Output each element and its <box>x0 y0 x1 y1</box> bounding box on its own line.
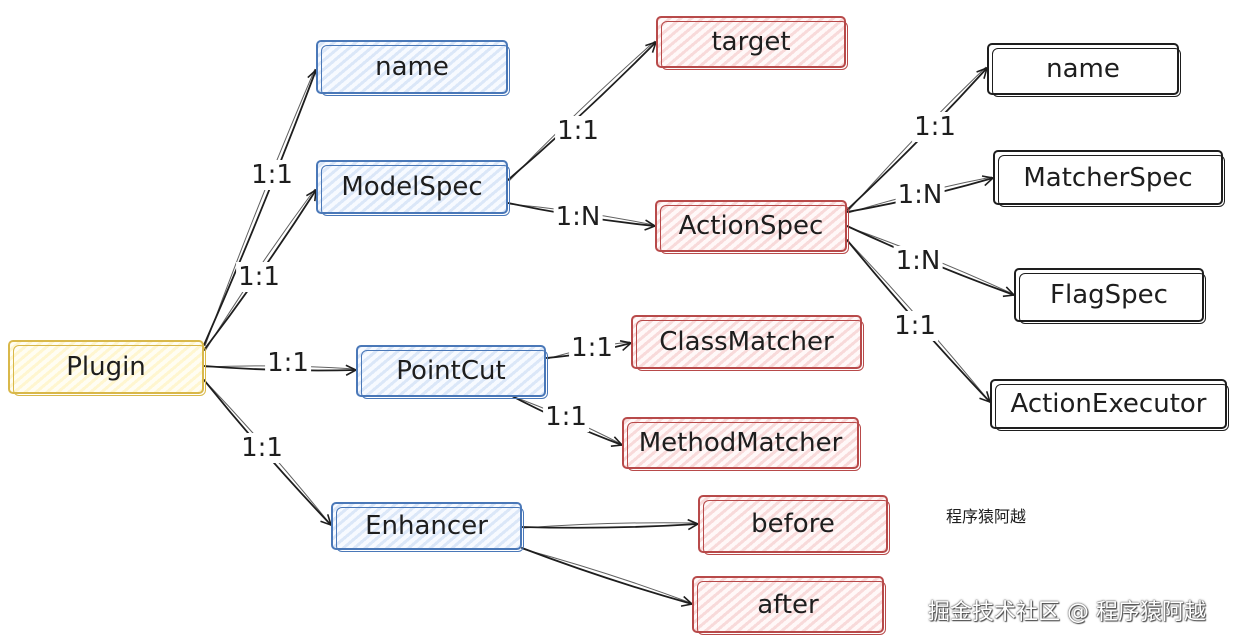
edge-label-actionspec-flagspec: 1:N <box>893 246 943 276</box>
node-classmatcher: ClassMatcher <box>631 315 864 371</box>
node-actionspec: ActionSpec <box>655 200 849 254</box>
node-actionexecutor: ActionExecutor <box>990 379 1229 431</box>
node-methodmatcher: MethodMatcher <box>622 417 861 471</box>
node-pointcut: PointCut <box>356 345 548 399</box>
node-name1: name <box>316 40 510 96</box>
site-watermark: 掘金技术社区 @ 程序猿阿越 <box>928 600 1206 625</box>
node-after: after <box>692 576 886 635</box>
node-flagspec: FlagSpec <box>1014 268 1206 324</box>
edge-sketch-plugin-name1 <box>204 68 316 347</box>
node-modelspec: ModelSpec <box>316 160 510 216</box>
author-watermark: 程序猿阿越 <box>946 507 1027 526</box>
edge-label-actionspec-matcherspec: 1:N <box>895 180 945 210</box>
edge-label-plugin-enhancer: 1:1 <box>239 433 285 463</box>
edge-label-plugin-modelspec: 1:1 <box>236 262 282 292</box>
edge-plugin-name1 <box>203 70 316 346</box>
edge-label-plugin-pointcut: 1:1 <box>265 348 311 378</box>
edge-label-actionspec-name2: 1:1 <box>912 112 958 142</box>
edge-label-modelspec-target: 1:1 <box>555 116 601 146</box>
node-plugin: Plugin <box>8 340 206 396</box>
node-target: target <box>656 16 848 70</box>
edge-label-plugin-name1: 1:1 <box>249 160 295 190</box>
edge-label-pointcut-methodmatcher: 1:1 <box>543 402 589 432</box>
node-matcherspec: MatcherSpec <box>993 150 1225 207</box>
edge-label-modelspec-actionspec: 1:N <box>553 202 603 232</box>
edge-sketch-enhancer-before <box>522 522 698 529</box>
node-enhancer: Enhancer <box>331 502 524 552</box>
edge-label-pointcut-classmatcher: 1:1 <box>569 333 615 363</box>
edge-enhancer-before <box>521 524 698 528</box>
edge-sketch-modelspec-target <box>508 40 656 182</box>
edge-sketch-enhancer-after <box>522 548 692 604</box>
edge-modelspec-target <box>507 42 656 181</box>
edge-enhancer-after <box>521 547 692 604</box>
node-name2: name <box>987 43 1181 97</box>
edge-label-actionspec-actionexecutor: 1:1 <box>892 311 938 341</box>
node-before: before <box>698 495 890 555</box>
